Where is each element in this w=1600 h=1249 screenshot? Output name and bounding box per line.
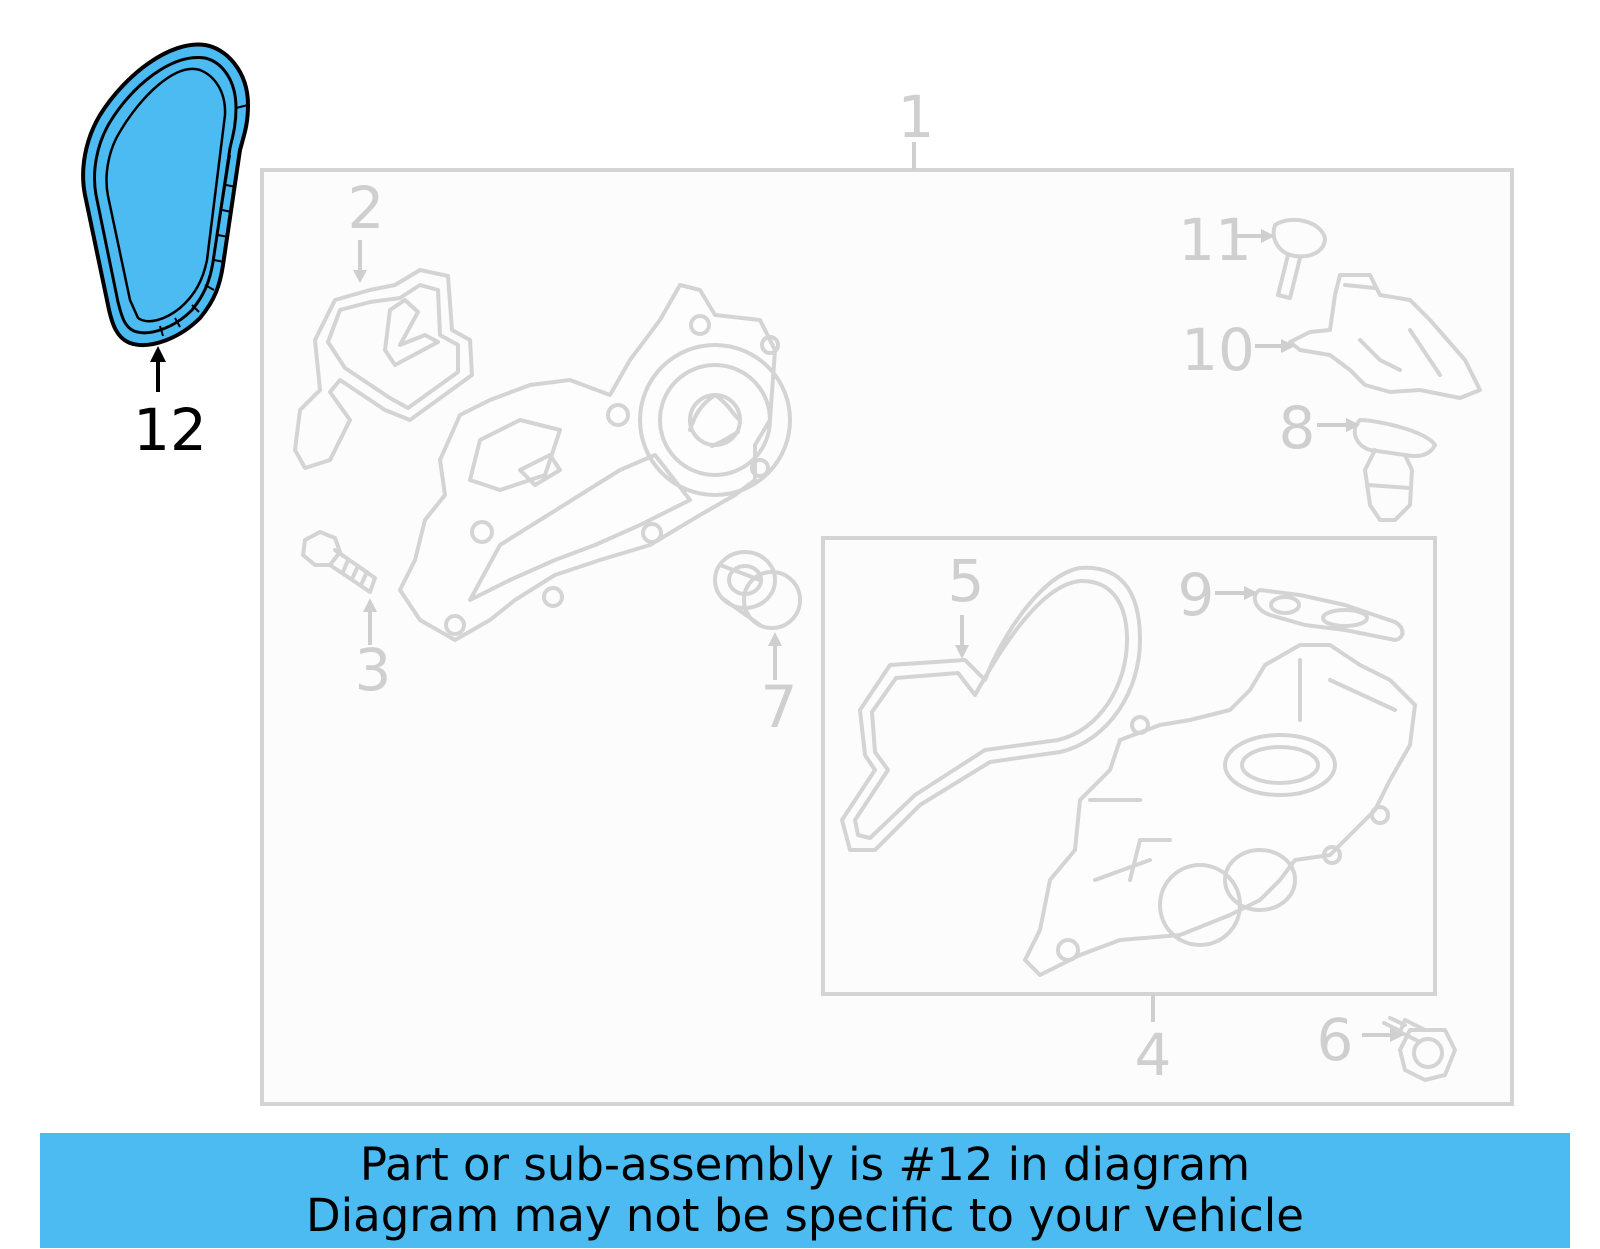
- part-7-plug[interactable]: [713, 550, 802, 630]
- callout-8[interactable]: 8: [1279, 394, 1316, 462]
- part-5-gasket[interactable]: [840, 565, 1142, 852]
- info-banner: Part or sub-assembly is #12 in diagram D…: [40, 1133, 1570, 1248]
- callout-12-arrow-icon: [150, 346, 166, 362]
- callout-11[interactable]: 11: [1178, 206, 1252, 274]
- part-9-gasket[interactable]: [1252, 588, 1405, 642]
- callout-5-arrow-icon: [955, 645, 969, 659]
- callout-10-arrow-icon: [1281, 339, 1295, 353]
- callout-11-arrow-icon: [1261, 229, 1275, 243]
- part-12-belt[interactable]: [81, 42, 251, 348]
- callout-6[interactable]: 6: [1317, 1006, 1354, 1074]
- pump-subassembly: [1023, 643, 1417, 977]
- part-8-thermostat[interactable]: [1352, 418, 1437, 522]
- part-2-gasket[interactable]: [293, 268, 474, 470]
- banner-line-1: Part or sub-assembly is #12 in diagram: [359, 1138, 1251, 1191]
- part-3-bolt[interactable]: [301, 530, 377, 594]
- water-pump-housing: [398, 283, 792, 642]
- callout-9[interactable]: 9: [1178, 561, 1215, 629]
- callout-1[interactable]: 1: [898, 83, 935, 151]
- callout-4[interactable]: 4: [1135, 1021, 1172, 1089]
- callout-5[interactable]: 5: [948, 547, 985, 615]
- callout-2[interactable]: 2: [348, 174, 385, 242]
- callout-10[interactable]: 10: [1181, 316, 1255, 384]
- part-6-bolt[interactable]: [1382, 1016, 1457, 1082]
- callout-3[interactable]: 3: [355, 636, 392, 704]
- callout-6-arrow-icon: [1390, 1028, 1404, 1042]
- callout-12[interactable]: 12: [133, 396, 207, 464]
- callout-9-arrow-icon: [1244, 586, 1258, 600]
- part-10-housing[interactable]: [1288, 273, 1482, 400]
- part-11-bolt[interactable]: [1271, 217, 1327, 300]
- callout-8-arrow-icon: [1346, 418, 1360, 432]
- callout-7-arrow-icon: [768, 632, 782, 646]
- callout-3-arrow-icon: [363, 598, 377, 612]
- banner-line-2: Diagram may not be specific to your vehi…: [306, 1189, 1304, 1242]
- callout-2-arrow-icon: [353, 270, 367, 283]
- callout-7[interactable]: 7: [761, 673, 798, 741]
